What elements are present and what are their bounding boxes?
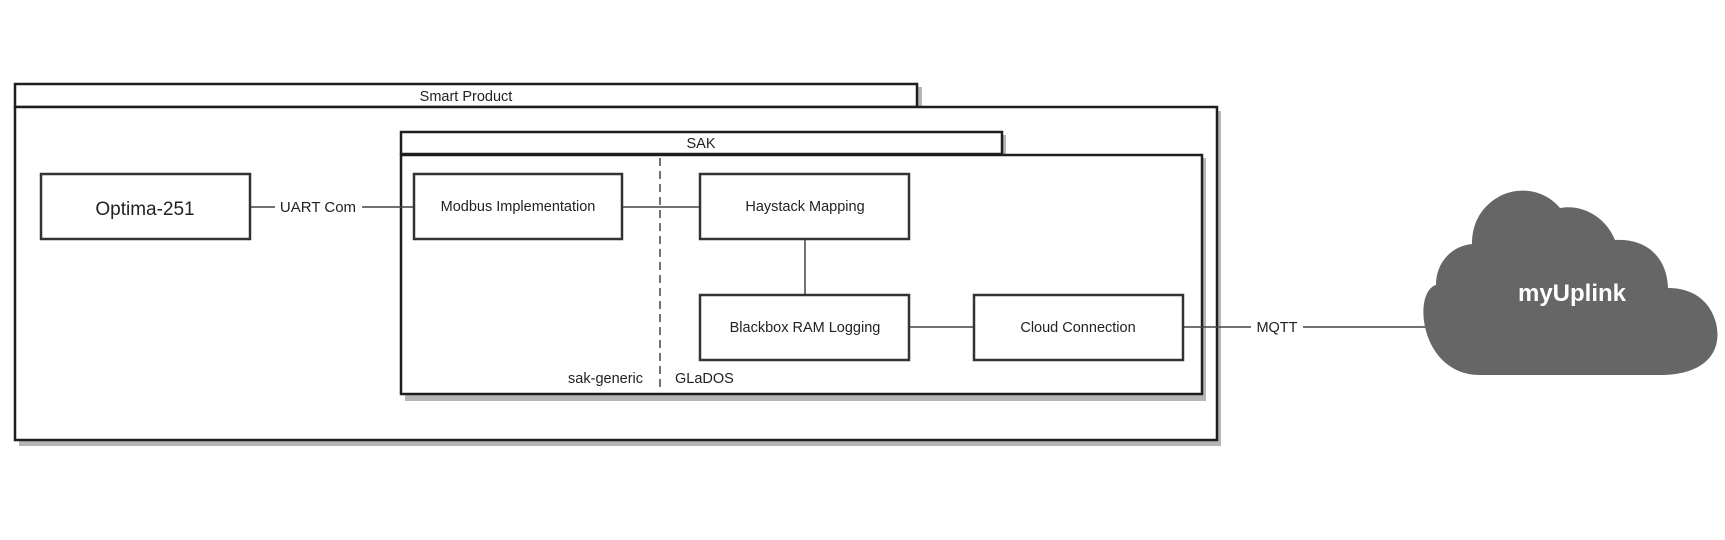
uart-com-label: UART Com: [280, 199, 356, 216]
node-modbus: Modbus Implementation: [412, 172, 624, 241]
sak-title: SAK: [686, 136, 715, 152]
sak-generic-label: sak-generic: [568, 371, 643, 387]
modbus-label: Modbus Implementation: [441, 199, 596, 215]
modbus-box: [412, 172, 624, 241]
blackbox-label: Blackbox RAM Logging: [730, 320, 881, 336]
optima-box: [39, 172, 252, 241]
myuplink-cloud: myUplink: [1423, 190, 1718, 375]
cloud-connection-box: [972, 293, 1185, 362]
cloud-icon: [1423, 190, 1718, 375]
haystack-label: Haystack Mapping: [745, 199, 864, 215]
node-blackbox: Blackbox RAM Logging: [698, 293, 911, 362]
myuplink-label: myUplink: [1518, 280, 1627, 307]
node-cloud-connection: Cloud Connection: [972, 293, 1185, 362]
cloud-connection-label: Cloud Connection: [1020, 320, 1135, 336]
node-haystack: Haystack Mapping: [698, 172, 911, 241]
blackbox-box: [698, 293, 911, 362]
smart-product-title: Smart Product: [420, 89, 513, 105]
connectors: UART Com MQTT: [250, 199, 1432, 336]
glados-label: GLaDOS: [675, 371, 734, 387]
optima-label: Optima-251: [95, 199, 194, 220]
mqtt-label: MQTT: [1256, 320, 1297, 336]
haystack-box: [698, 172, 911, 241]
node-optima: Optima-251: [39, 172, 252, 241]
